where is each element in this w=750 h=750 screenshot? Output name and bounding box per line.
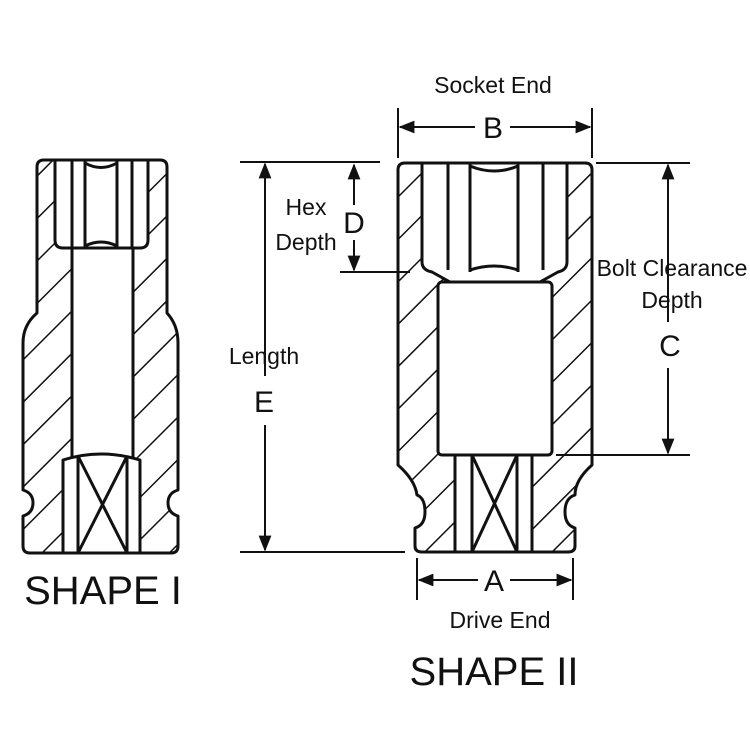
shape-1-socket bbox=[21, 158, 180, 555]
hex-label: Hex bbox=[286, 194, 327, 220]
shape-1-bore bbox=[70, 246, 135, 460]
shape-2-title: SHAPE II bbox=[410, 650, 579, 694]
drive-end-label: Drive End bbox=[450, 607, 551, 633]
dimension-e-label: E bbox=[254, 386, 274, 419]
shape-2-bore bbox=[436, 280, 554, 457]
bolt-clearance-depth-label: Depth bbox=[641, 287, 702, 313]
dimension-a-label: A bbox=[484, 565, 504, 598]
length-label: Length bbox=[229, 343, 299, 369]
shape-2-socket bbox=[396, 161, 594, 554]
shape-1-title: SHAPE I bbox=[24, 569, 182, 613]
dimension-b-label: B bbox=[483, 112, 503, 145]
bolt-clearance-label: Bolt Clearance bbox=[597, 255, 748, 281]
shape-2-hex-recess bbox=[420, 161, 569, 284]
dimension-c-label: C bbox=[659, 330, 681, 363]
socket-end-label: Socket End bbox=[434, 72, 552, 98]
shape-1-hex-recess bbox=[53, 158, 150, 250]
dimension-d-label: D bbox=[343, 207, 365, 240]
dimension-lines bbox=[240, 108, 690, 600]
hex-depth-label: Depth bbox=[275, 229, 336, 255]
